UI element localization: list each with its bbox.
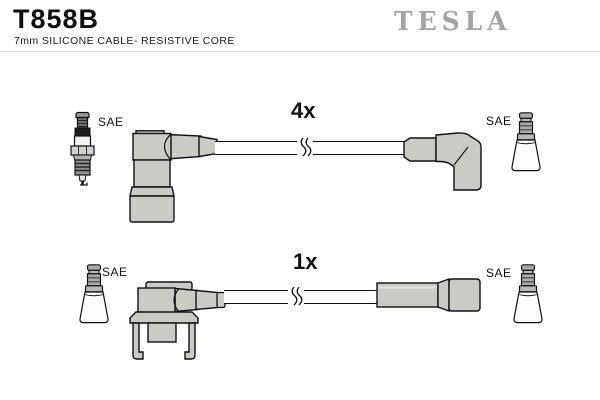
quantity-label-bottom: 1x — [293, 249, 318, 274]
sae-label-top-right: SAE — [486, 114, 512, 128]
tesla-brand-logo: TESLA — [394, 5, 512, 37]
sae-label-top-left: SAE — [98, 115, 124, 129]
header-divider — [0, 51, 600, 52]
part-number: T858B — [13, 4, 100, 34]
sae-terminal-icon — [510, 264, 546, 326]
angled-coil-boot-with-bracket — [126, 278, 230, 366]
sae-terminal-icon — [508, 112, 544, 174]
cable-break-mark-top — [297, 137, 313, 157]
spark-plug-icon — [69, 111, 96, 186]
cable-break-mark-bottom — [288, 286, 304, 306]
quantity-label-top: 4x — [291, 98, 316, 123]
sae-terminal-icon — [76, 264, 112, 326]
angled-distributor-boot — [402, 132, 486, 194]
angled-spark-plug-boot — [127, 130, 223, 223]
cable-spec-subtitle: 7mm SILICONE CABLE- RESISTIVE CORE — [14, 35, 235, 47]
sae-label-bottom-left: SAE — [102, 265, 128, 279]
straight-distributor-boot — [376, 277, 482, 315]
sae-label-bottom-right: SAE — [486, 266, 512, 280]
